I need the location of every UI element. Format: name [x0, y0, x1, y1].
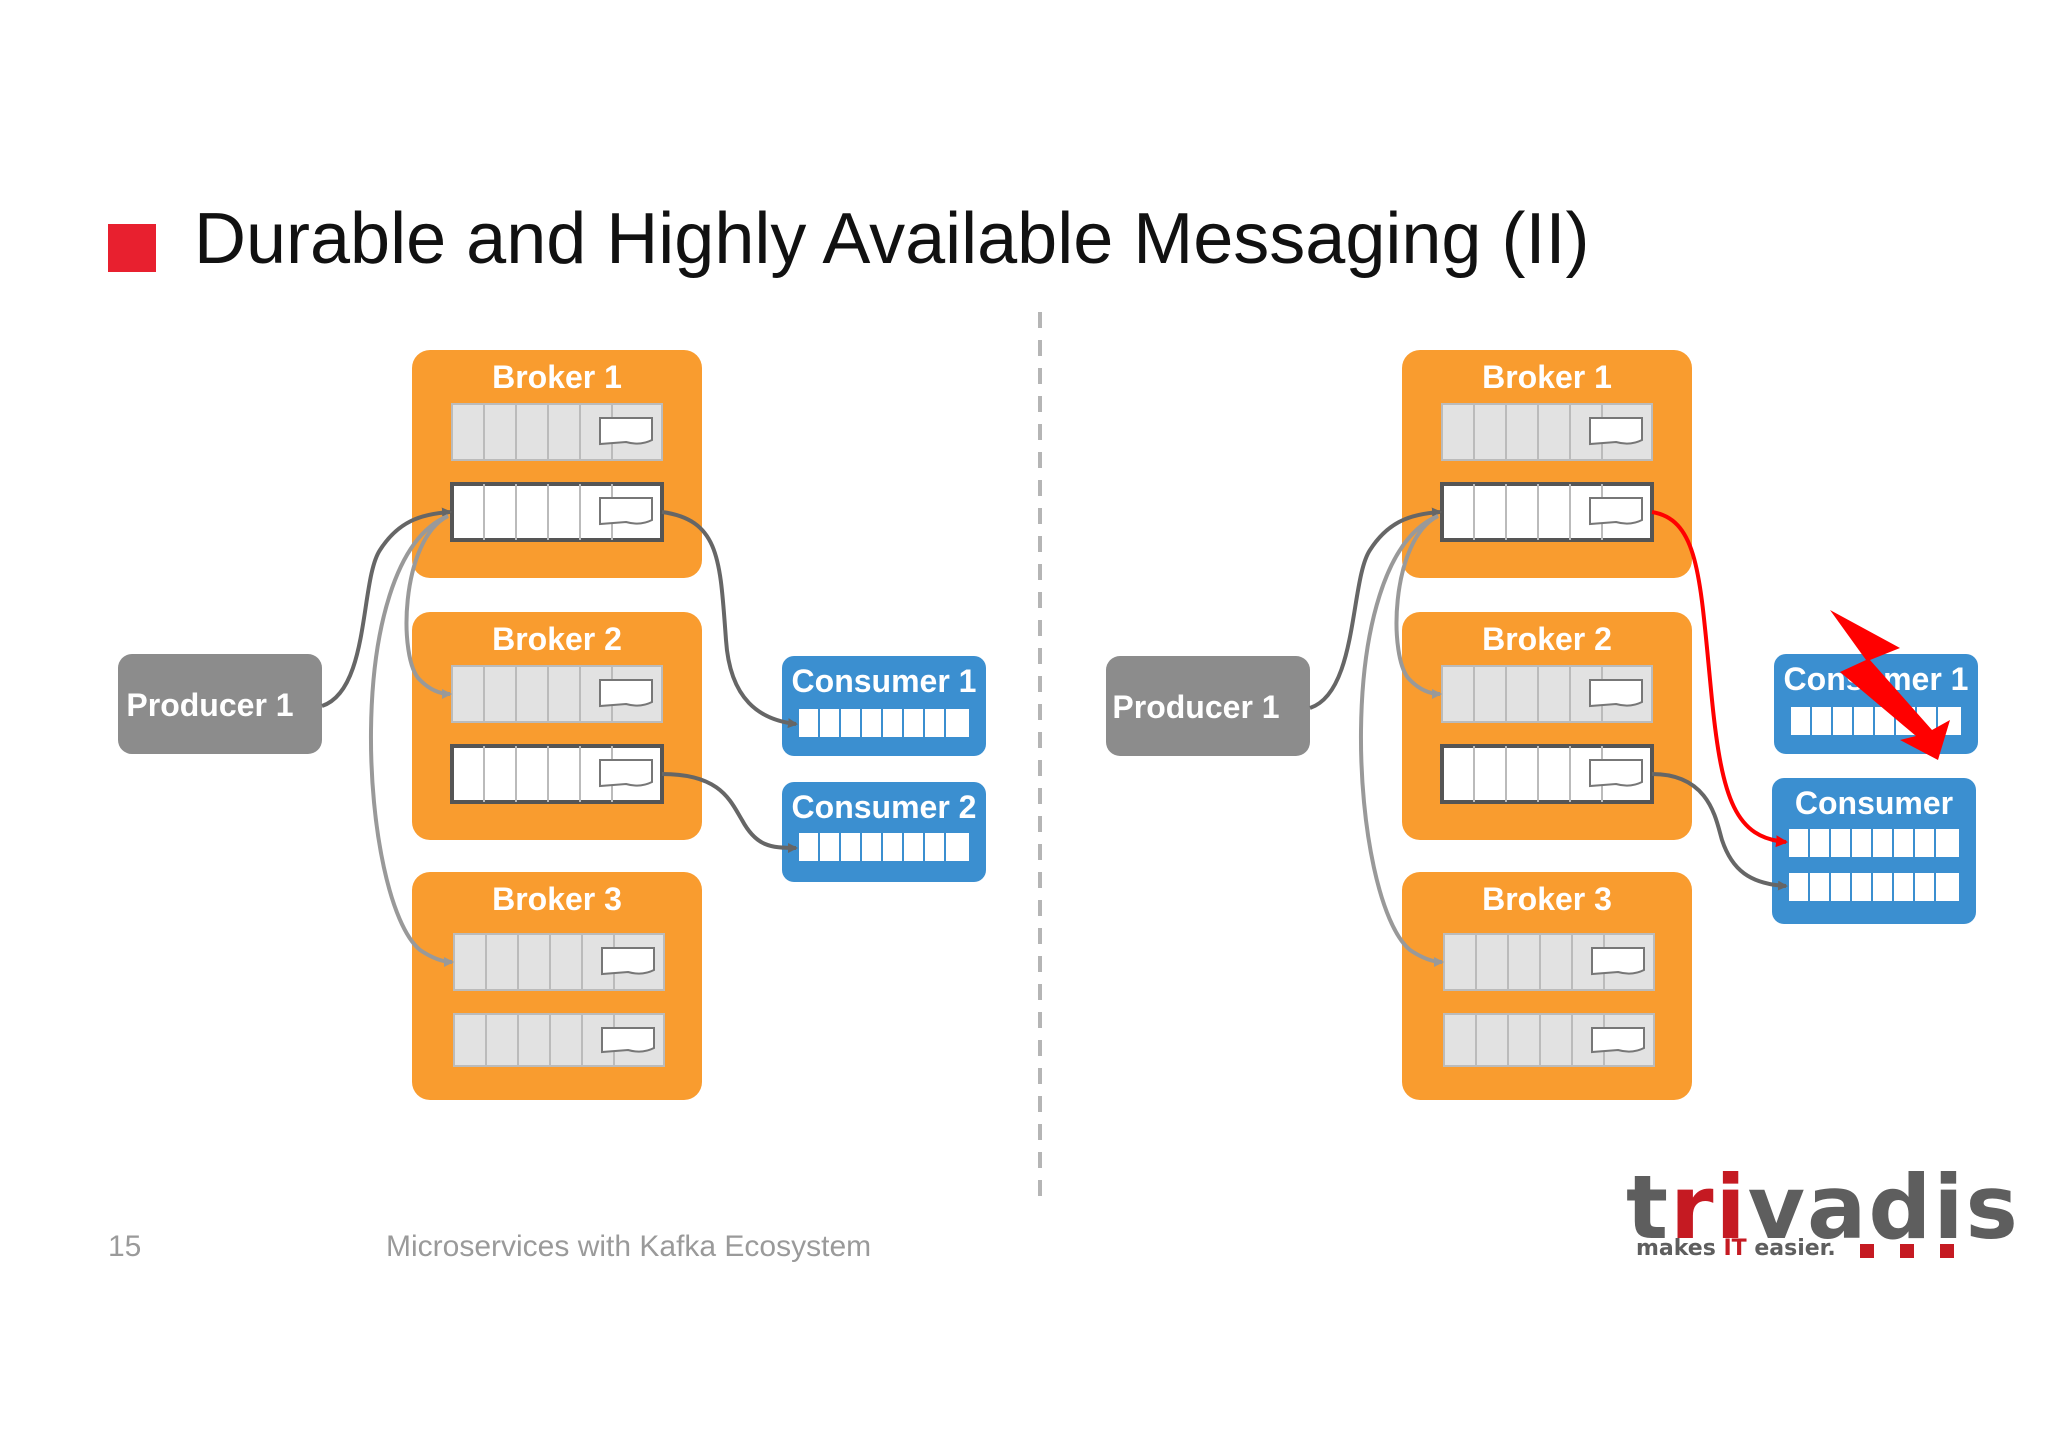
partition-log: [453, 933, 665, 991]
partition-log-leader: [1440, 482, 1654, 542]
left-broker-1-label: Broker 1: [492, 359, 622, 395]
left-broker-3-label: Broker 3: [492, 881, 622, 917]
logo-tagline-pre: makes: [1636, 1236, 1724, 1261]
partition-log-leader: [450, 744, 664, 804]
logo-brand-accent: ri: [1670, 1156, 1748, 1259]
partition-log: [453, 1013, 665, 1067]
consume-arrow-consumer-1: [661, 510, 798, 729]
left-panel: Broker 1: [118, 350, 986, 1100]
right-producer-1-label: Producer 1: [1112, 689, 1279, 725]
left-producer-1-label: Producer 1: [126, 687, 293, 723]
right-consumer-label: Consumer: [1795, 785, 1953, 821]
rebalance-arrow: [1651, 510, 1788, 848]
right-broker-3-label: Broker 3: [1482, 881, 1612, 917]
right-panel: Broker 1: [1106, 350, 1978, 1100]
title-bullet: [108, 224, 156, 272]
replicate-arrow-broker-3: [369, 514, 454, 967]
replicate-arrow-broker-2: [404, 514, 452, 699]
left-producer-1: Producer 1: [118, 654, 322, 754]
replicate-arrow-broker-2: [1394, 514, 1442, 699]
right-broker-2-label: Broker 2: [1482, 621, 1612, 657]
partition-log: [451, 403, 663, 461]
footer-text: Microservices with Kafka Ecosystem: [386, 1230, 872, 1263]
consume-arrow-consumer-2: [661, 772, 798, 853]
left-broker-3: Broker 3: [412, 872, 702, 1100]
right-broker-1-label: Broker 1: [1482, 359, 1612, 395]
left-consumer-1-label: Consumer 1: [792, 663, 977, 699]
partition-log: [1441, 665, 1653, 723]
page-number: 15: [108, 1230, 142, 1263]
produce-arrow: [1309, 507, 1442, 710]
logo-tagline: makes IT easier.: [1636, 1236, 1836, 1261]
right-broker-2: Broker 2: [1402, 612, 1692, 840]
left-consumer-1: Consumer 1: [782, 656, 986, 756]
right-producer-1: Producer 1: [1106, 656, 1310, 756]
trivadis-logo: trivadis: [1626, 1156, 2020, 1259]
logo-tagline-post: easier.: [1746, 1236, 1836, 1261]
partition-log-leader: [1440, 744, 1654, 804]
logo-tagline-accent: IT: [1723, 1236, 1747, 1261]
partition-log: [1443, 1013, 1655, 1067]
logo-brand-pre: t: [1626, 1156, 1671, 1259]
right-broker-3: Broker 3: [1402, 872, 1692, 1100]
produce-arrow: [321, 507, 452, 708]
lightning-failure-icon: [1830, 610, 1950, 760]
partition-log: [451, 665, 663, 723]
slide-title: Durable and Highly Available Messaging (…: [194, 199, 1590, 279]
left-consumer-2: Consumer 2: [782, 782, 986, 882]
left-broker-2: Broker 2: [412, 612, 702, 840]
replicate-arrow-broker-3: [1359, 514, 1444, 967]
right-consumer: Consumer: [1772, 778, 1976, 924]
partition-log: [1441, 403, 1653, 461]
left-broker-1: Broker 1: [412, 350, 702, 578]
consume-arrow: [1651, 772, 1788, 891]
partition-log-leader: [450, 482, 664, 542]
right-broker-1: Broker 1: [1402, 350, 1692, 578]
left-consumer-2-label: Consumer 2: [792, 789, 977, 825]
partition-log: [1443, 933, 1655, 991]
logo-brand-post: vadis: [1747, 1156, 2020, 1259]
logo-dots: [1860, 1244, 1980, 1258]
left-broker-2-label: Broker 2: [492, 621, 622, 657]
